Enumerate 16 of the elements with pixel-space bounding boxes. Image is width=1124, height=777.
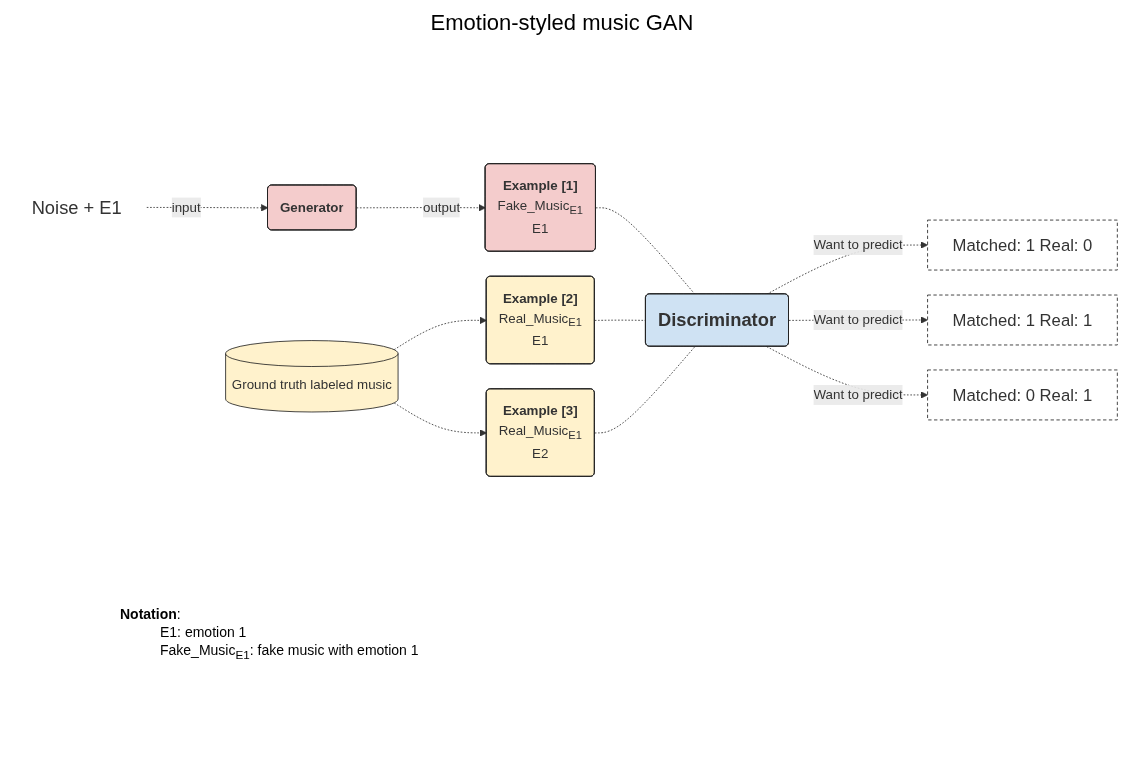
edge-label: Want to predict — [813, 237, 903, 252]
edge-label: output — [423, 199, 461, 215]
node-box: Matched: 1 Real: 0 — [927, 219, 1118, 271]
edge-label: input — [171, 199, 201, 215]
notation-item: E1: emotion 1 — [160, 624, 248, 640]
node-box: Matched: 1 Real: 1 — [927, 294, 1118, 346]
notation-heading: Notation: — [120, 606, 182, 622]
notation-item: Fake_Music$_{E1}$: fake music with emotion 1 — [160, 642, 420, 661]
edge-label: Want to predict — [813, 387, 903, 402]
connector — [594, 346, 696, 434]
node-box: Matched: 0 Real: 1 — [927, 369, 1118, 421]
diagram-title: Emotion-styled music GAN — [429, 10, 695, 36]
connector — [595, 207, 696, 295]
connector — [594, 319, 647, 321]
node-text: Noise + E1 — [31, 197, 122, 218]
edge-label: Want to predict — [813, 312, 903, 327]
